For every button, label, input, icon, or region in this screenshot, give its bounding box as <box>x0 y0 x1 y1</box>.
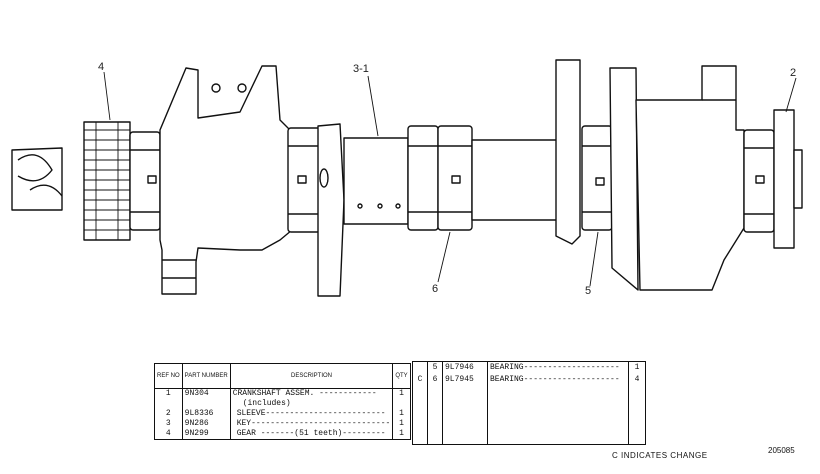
table-row: 2 9L8336 SLEEVE-------------------------… <box>154 409 411 419</box>
header-ref: REF NO <box>154 363 183 389</box>
row-ref: 1 <box>154 388 183 399</box>
crank-web-3 <box>555 59 581 245</box>
callout-bearing-5: 5 <box>585 285 591 297</box>
empty-cell <box>412 386 428 445</box>
empty-cell <box>487 386 629 445</box>
row-part: 9L8336 <box>182 409 231 419</box>
drawing-number: 205085 <box>768 446 795 455</box>
row-qty: 1 <box>634 363 640 373</box>
row-ref: 5 <box>427 361 443 375</box>
table-row: (includes) <box>154 399 411 409</box>
row-ref <box>154 399 183 409</box>
table-row: 4 9N299 GEAR -------(51 teeth)--------- … <box>154 429 411 440</box>
row-part: 9N304 <box>182 388 231 399</box>
row-part: 9L7945 <box>442 374 488 386</box>
row-desc: SLEEVE------------------------- <box>230 409 394 419</box>
header-qty: QTY <box>392 363 411 389</box>
row-ref: 3 <box>154 419 183 429</box>
center-journal <box>343 137 409 225</box>
callout-bearing-6: 6 <box>432 283 438 295</box>
callout-sleeve: 2 <box>790 67 796 79</box>
row-desc: CRANKSHAFT ASSEM. ------------ <box>230 388 394 399</box>
table-empty-space <box>412 386 646 445</box>
row-desc: BEARING-------------------- <box>487 374 629 386</box>
row-qty: 1 <box>399 409 404 418</box>
row-qty: 1 <box>399 429 404 438</box>
table-row: 3 9N286 KEY-----------------------------… <box>154 419 411 429</box>
crank-web-2 <box>317 123 345 297</box>
row-qty: 1 <box>399 419 404 428</box>
table-row: 5 9L7946 BEARING-------------------- 1 <box>412 361 646 375</box>
row-ref: 4 <box>154 429 183 440</box>
row-qty: 4 <box>634 375 640 385</box>
parts-table-right: 5 9L7946 BEARING-------------------- 1 C… <box>412 361 646 445</box>
row-desc: GEAR -------(51 teeth)--------- <box>230 429 394 440</box>
crank-web-4 <box>609 67 639 291</box>
main-bearing-2 <box>407 125 439 231</box>
empty-cell <box>427 386 443 445</box>
header-part: PART NUMBER <box>182 363 231 389</box>
row-qty <box>393 399 410 409</box>
table-row: 1 9N304 CRANKSHAFT ASSEM. ------------ 1 <box>154 388 411 399</box>
callout-crankshaft: 3-1 <box>353 63 369 75</box>
row-part <box>182 399 231 409</box>
empty-cell <box>442 386 488 445</box>
row-part: 9L7946 <box>442 361 488 375</box>
row-ref: 6 <box>427 374 443 386</box>
sleeve <box>773 109 795 249</box>
header-desc: DESCRIPTION <box>230 363 394 389</box>
row-desc: BEARING-------------------- <box>487 361 629 375</box>
row-change-flag <box>412 361 428 375</box>
row-desc: KEY----------------------------- <box>230 419 394 429</box>
row-part: 9N299 <box>182 429 231 440</box>
row-qty: 1 <box>399 389 404 398</box>
journal-2 <box>471 139 559 221</box>
shaft-end <box>11 147 63 211</box>
row-ref: 2 <box>154 409 183 419</box>
change-note: C INDICATES CHANGE <box>612 451 708 460</box>
table-row: C 6 9L7945 BEARING-------------------- 4 <box>412 374 646 386</box>
parts-table-left: REF NO PART NUMBER DESCRIPTION QTY 1 9N3… <box>154 363 411 440</box>
callout-gear: 4 <box>98 61 104 73</box>
table-header: REF NO PART NUMBER DESCRIPTION QTY <box>154 363 411 389</box>
row-change-flag: C <box>412 374 428 386</box>
empty-cell <box>629 386 646 445</box>
crank-web-1 <box>159 65 293 295</box>
row-desc: (includes) <box>230 399 394 409</box>
row-part: 9N286 <box>182 419 231 429</box>
crankshaft-drawing: 4 3-1 2 6 5 <box>11 59 803 297</box>
